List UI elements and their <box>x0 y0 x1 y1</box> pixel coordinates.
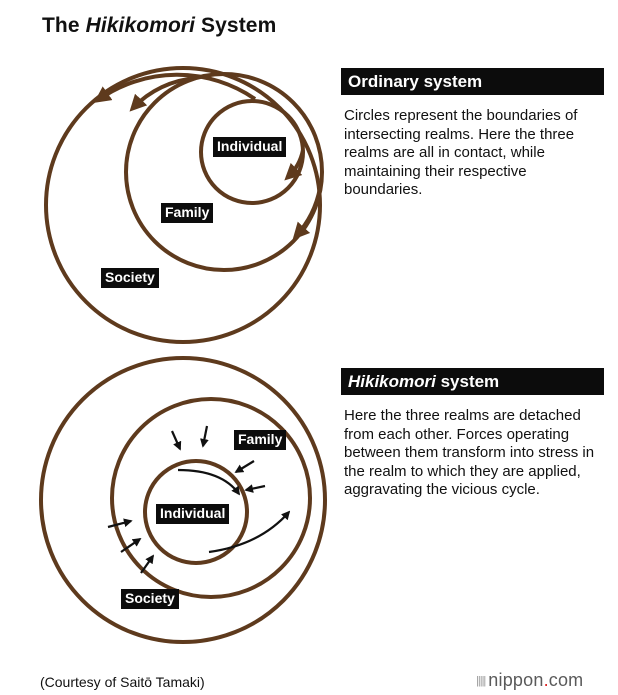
hikikomori-heading: Hikikomori system <box>341 368 604 395</box>
ordinary-society-label: Society <box>101 268 159 288</box>
stress-arrow <box>120 538 142 553</box>
credit-text: (Courtesy of Saitō Tamaki) <box>40 674 205 690</box>
hikikomori-heading-emphasis: Hikikomori <box>348 372 436 391</box>
stress-curve-arrow <box>208 510 291 554</box>
hikikomori-society-circle <box>39 356 327 644</box>
stress-arrow <box>107 518 133 529</box>
title-prefix: The <box>42 14 86 37</box>
stress-arrow <box>170 430 182 451</box>
hikikomori-family-circle <box>110 397 312 599</box>
stress-arrow <box>234 460 255 473</box>
ordinary-individual-label: Individual <box>213 137 287 157</box>
ordinary-family-circle <box>124 72 324 272</box>
ordinary-diagram <box>44 66 324 344</box>
page-title: The Hikikomori System <box>42 14 276 38</box>
logo-dot: . <box>543 670 549 690</box>
ordinary-society-arrow <box>93 72 257 103</box>
hikikomori-heading-rest: system <box>435 372 500 391</box>
ordinary-heading: Ordinary system <box>341 68 604 95</box>
ordinary-description: Circles represent the boundaries of inte… <box>344 107 578 198</box>
stress-arrow <box>244 484 266 493</box>
hikikomori-society-label: Society <box>121 589 179 609</box>
hikikomori-individual-label: Individual <box>156 504 230 524</box>
nippon-logo: |||||nippon.com <box>476 670 583 691</box>
stress-arrow <box>140 554 155 574</box>
ordinary-family-label: Family <box>161 203 214 223</box>
stress-arrow <box>200 425 209 448</box>
ordinary-society-circle <box>44 66 322 344</box>
stress-curve-arrow <box>177 468 241 496</box>
title-suffix: System <box>195 14 277 37</box>
logo-name: nippon <box>488 670 544 690</box>
logo-bars-icon: ||||| <box>476 675 486 687</box>
title-emphasis: Hikikomori <box>85 14 196 37</box>
ordinary-family-arrow-2 <box>292 187 322 240</box>
logo-tld: com <box>548 670 584 690</box>
ordinary-family-arrow <box>129 76 197 112</box>
hikikomori-family-label: Family <box>234 430 287 450</box>
ordinary-individual-arrow <box>284 149 305 181</box>
hikikomori-diagram-circles <box>39 356 327 644</box>
hikikomori-individual-circle <box>143 459 249 565</box>
hikikomori-description: Here the three realms are detached from … <box>344 407 595 498</box>
stress-arrows <box>107 425 291 574</box>
